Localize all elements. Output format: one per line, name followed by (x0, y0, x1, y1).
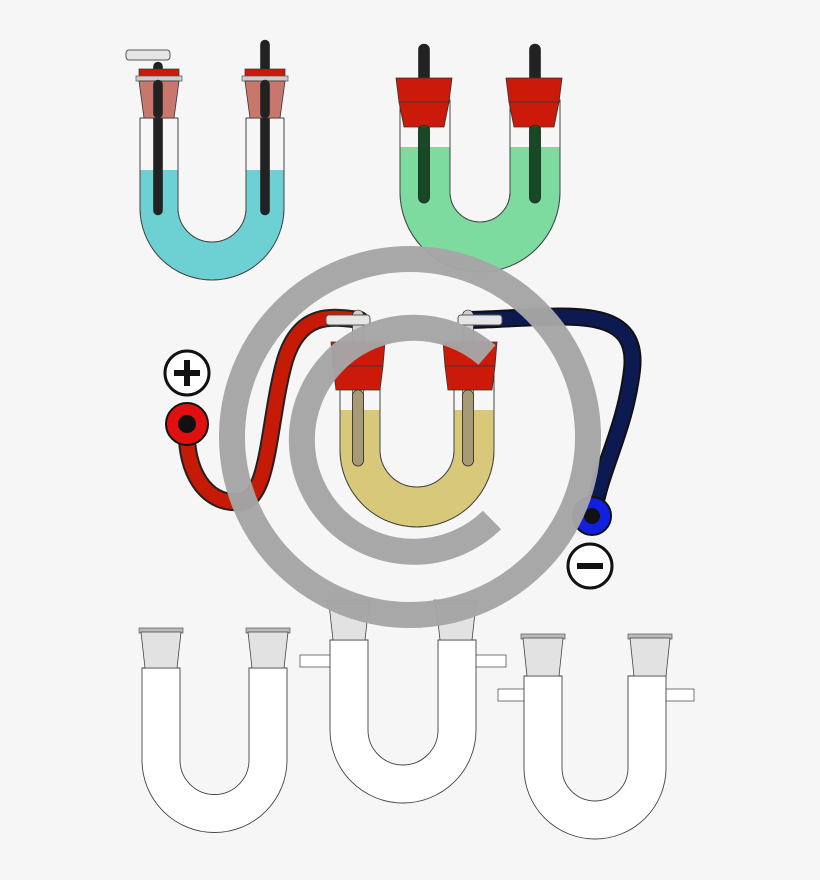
stopper (398, 101, 450, 128)
minus-circle-icon (566, 542, 614, 590)
watermark-ring (219, 246, 601, 628)
electrode-rod (418, 124, 430, 204)
side-arm (663, 688, 695, 702)
electrode-rod (529, 124, 541, 204)
side-arm (473, 654, 507, 668)
liquid (340, 410, 494, 527)
plus-circle-icon (163, 349, 211, 397)
electrode-rod (153, 79, 163, 119)
minus-bar (577, 563, 603, 569)
terminal-hole (178, 415, 196, 433)
u-tube-empty-2 (299, 639, 507, 804)
u-tube-yellow (339, 367, 495, 528)
watermark-c (288, 314, 502, 565)
stopper (332, 365, 384, 391)
electrode-rod (260, 79, 270, 119)
side-arm (299, 654, 333, 668)
glass-tube (329, 639, 477, 804)
copyright-icon (219, 246, 601, 628)
positive-wire (179, 310, 367, 510)
stopper (395, 77, 453, 103)
glass-tube (523, 675, 667, 840)
electrode-rod (352, 389, 364, 467)
u-tube-empty-1 (141, 667, 288, 833)
stopcock-handle (125, 49, 171, 61)
liquid (400, 147, 560, 272)
ground-glass-joint (522, 637, 564, 677)
plus-bar (184, 360, 190, 386)
side-arm (497, 688, 527, 702)
electrode-rod (260, 39, 270, 216)
electrode-rod (462, 389, 474, 467)
glass-tube (141, 667, 288, 833)
glass-outline (139, 117, 285, 281)
electrode-connector (325, 314, 371, 326)
ground-glass-joint (140, 631, 182, 669)
ground-glass-joint (629, 637, 671, 677)
terminal-hole (584, 508, 600, 524)
stopper (444, 365, 496, 391)
electrode-connector (457, 314, 503, 326)
ground-glass-joint (247, 631, 289, 669)
stopper (508, 101, 560, 128)
u-tube-empty-3 (497, 675, 695, 840)
stopper (505, 77, 563, 103)
glass-outline (339, 367, 495, 528)
u-tube-cyan (139, 117, 285, 281)
liquid (140, 170, 284, 280)
